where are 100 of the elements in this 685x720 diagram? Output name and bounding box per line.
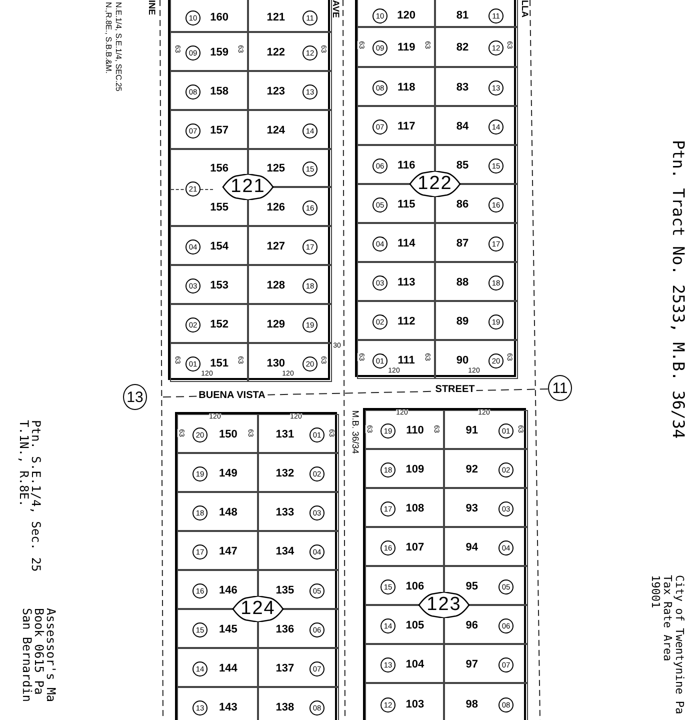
lot-number: 119	[397, 42, 416, 54]
lot-number: 124	[266, 125, 286, 136]
lot-number: 115	[397, 199, 416, 210]
lot-cell	[177, 648, 258, 687]
lot-cell	[258, 453, 339, 492]
lot-number: 97	[466, 659, 478, 670]
lot-number: 129	[266, 319, 286, 330]
lot-cell	[435, 106, 518, 145]
lot-number: 156	[210, 164, 229, 175]
lot-number: 160	[210, 12, 229, 24]
lot-number: 98	[466, 699, 478, 710]
lot-number: 88	[456, 277, 469, 288]
lot-cell	[435, 0, 518, 27]
lot-cell	[365, 644, 444, 683]
lot-cell	[248, 304, 332, 343]
lot-number: 89	[456, 316, 469, 327]
lot-number: 84	[456, 121, 469, 132]
street-name: LLA	[520, 0, 529, 18]
lot-cell	[177, 687, 258, 720]
lot-cell	[357, 262, 435, 301]
lot-number: 144	[219, 663, 238, 674]
street-name: INE	[147, 0, 156, 16]
lot-cell	[170, 226, 248, 265]
lot-number: 95	[466, 581, 478, 592]
lot-number: 135	[276, 585, 294, 596]
lot-number: 116	[397, 160, 416, 171]
lot-cell	[170, 0, 248, 32]
lot-cell	[365, 683, 444, 720]
lot-cell	[170, 265, 248, 304]
lot-number: 151	[210, 358, 229, 369]
lot-number: 82	[456, 42, 469, 54]
lot-number: 122	[266, 47, 286, 58]
lot-number: 148	[219, 507, 238, 518]
lot-number: 117	[397, 121, 416, 132]
lot-cell	[357, 67, 435, 106]
lot-cell	[357, 0, 435, 27]
lot-number: 143	[219, 702, 238, 713]
lot-number: 111	[398, 355, 415, 366]
map-book-reference: M.B. 36/34	[350, 410, 360, 454]
tax-area-note: 19001	[650, 575, 661, 608]
street-name: AVE	[331, 0, 340, 18]
street-name: BUENA VISTA	[196, 391, 268, 401]
lot-number: 149	[219, 468, 238, 479]
lot-number: 110	[406, 425, 424, 436]
lot-cell	[170, 71, 248, 110]
lot-cell	[248, 0, 332, 32]
lot-cell	[177, 453, 258, 492]
map-page-note: San Bernardin	[21, 608, 33, 702]
block-outline	[363, 408, 526, 720]
lot-cell	[435, 301, 518, 340]
lot-number: 147	[219, 546, 238, 557]
lot-number: 133	[276, 507, 294, 518]
lot-number: 91	[466, 425, 478, 436]
tax-area-note: Tax Rate Area	[662, 575, 673, 662]
lot-number: 150	[219, 429, 238, 440]
block-number: 122	[409, 171, 461, 197]
lot-number: 90	[456, 355, 469, 366]
lot-number: 120	[397, 10, 416, 21]
map-reference-number: 11	[548, 375, 572, 401]
lot-number: 93	[466, 503, 478, 514]
lot-number: 112	[397, 316, 416, 327]
lot-cell	[435, 27, 518, 67]
lot-cell	[357, 106, 435, 145]
lot-cell	[258, 531, 339, 570]
lot-cell	[365, 449, 444, 488]
map-page-note: Assessor's Ma	[45, 608, 57, 702]
lot-number: 153	[210, 280, 229, 291]
lot-cell	[357, 223, 435, 262]
lot-number: 83	[456, 82, 469, 93]
map-reference-number: 13	[123, 384, 147, 410]
lot-cell	[444, 644, 528, 683]
section-note: N.E.1/4, S.E.1/4, SEC.25	[114, 2, 122, 92]
lot-cell	[248, 71, 332, 110]
lot-cell	[258, 492, 339, 531]
lot-number: 85	[456, 160, 469, 171]
lot-number: 125	[266, 164, 286, 174]
lot-number: 104	[406, 659, 424, 670]
lot-number: 137	[276, 663, 294, 674]
lot-cell	[248, 110, 332, 149]
block-number: 123	[418, 592, 470, 618]
map-page-note: Book 0615 Pa	[33, 608, 45, 695]
lot-cell	[444, 683, 528, 720]
lot-number: 87	[456, 238, 469, 249]
lot-number: 81	[456, 10, 469, 21]
tax-area-note: City of Twentynine Pa	[674, 575, 685, 714]
lot-number: 113	[397, 277, 416, 288]
lot-cell	[365, 488, 444, 527]
lot-number: 127	[266, 241, 286, 252]
block-number: 124	[232, 596, 284, 622]
lot-number: 109	[406, 464, 424, 475]
lot-number: 131	[276, 429, 294, 440]
lot-number: 105	[406, 620, 424, 631]
lot-cell	[435, 262, 518, 301]
lot-number: 130	[266, 358, 286, 369]
lot-number: 136	[276, 624, 294, 635]
lot-number: 159	[210, 47, 229, 58]
block-outline	[168, 0, 330, 380]
lot-number: 138	[276, 702, 294, 713]
lot-number: 106	[406, 581, 424, 592]
lot-cell	[444, 449, 528, 488]
